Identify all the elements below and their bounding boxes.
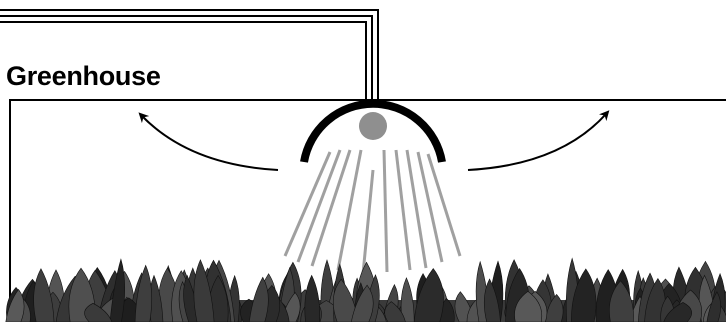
plant-leaf [609, 280, 634, 323]
ceiling-frame [0, 9, 379, 100]
plant-leaf [33, 268, 55, 323]
plant-leaf [304, 274, 321, 323]
plant-leaf [663, 302, 692, 323]
light-ray-icon [361, 169, 375, 275]
diagram-title: Greenhouse [6, 61, 161, 91]
plant-leaf [109, 258, 126, 323]
plant-leaf [384, 301, 406, 323]
plant-leaf [514, 291, 543, 323]
grow-lamp-icon [300, 99, 446, 163]
plant-leaf [248, 276, 269, 323]
plant-canopy-icon [5, 257, 726, 323]
light-ray-icon [405, 149, 428, 269]
light-ray-icon [382, 149, 389, 273]
light-ray-icon [426, 153, 462, 257]
circulation-arrow-icon [467, 110, 610, 171]
light-ray-icon [336, 149, 363, 271]
plant-leaf [400, 277, 415, 323]
circulation-arrow-icon [138, 112, 279, 171]
plant-leaf [413, 268, 444, 323]
plant-leaf [5, 288, 25, 323]
light-ray-icon [310, 149, 352, 267]
plant-leaf [193, 259, 215, 323]
plant-leaf [84, 302, 113, 323]
plant-leaf [134, 264, 153, 323]
plant-leaf [350, 284, 374, 323]
light-rays [283, 149, 462, 275]
light-ray-icon [394, 149, 412, 271]
plant-leaf [483, 278, 501, 323]
light-ray-icon [283, 151, 332, 257]
plant-leaf [706, 291, 722, 323]
greenhouse-outline [9, 99, 726, 322]
light-ray-icon [416, 151, 444, 263]
light-ray-icon [296, 149, 342, 263]
plant-leaf [571, 268, 597, 323]
